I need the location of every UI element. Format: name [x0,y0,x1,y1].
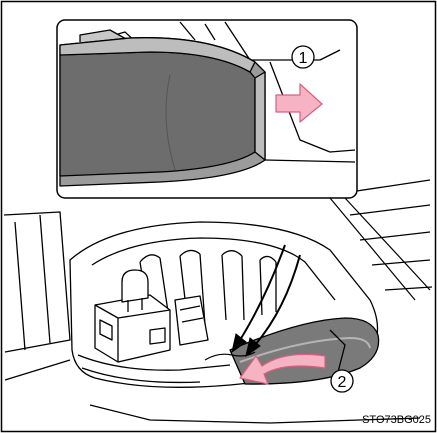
detail-inset [57,20,357,198]
figure-code: STO73BG025 [362,414,431,426]
callout-1-label: 1 [299,50,308,67]
callout-2: 2 [331,370,353,392]
callout-1: 1 [292,46,314,68]
callout-2-label: 2 [338,374,347,391]
turn-signal-lamp-detail [60,38,265,186]
